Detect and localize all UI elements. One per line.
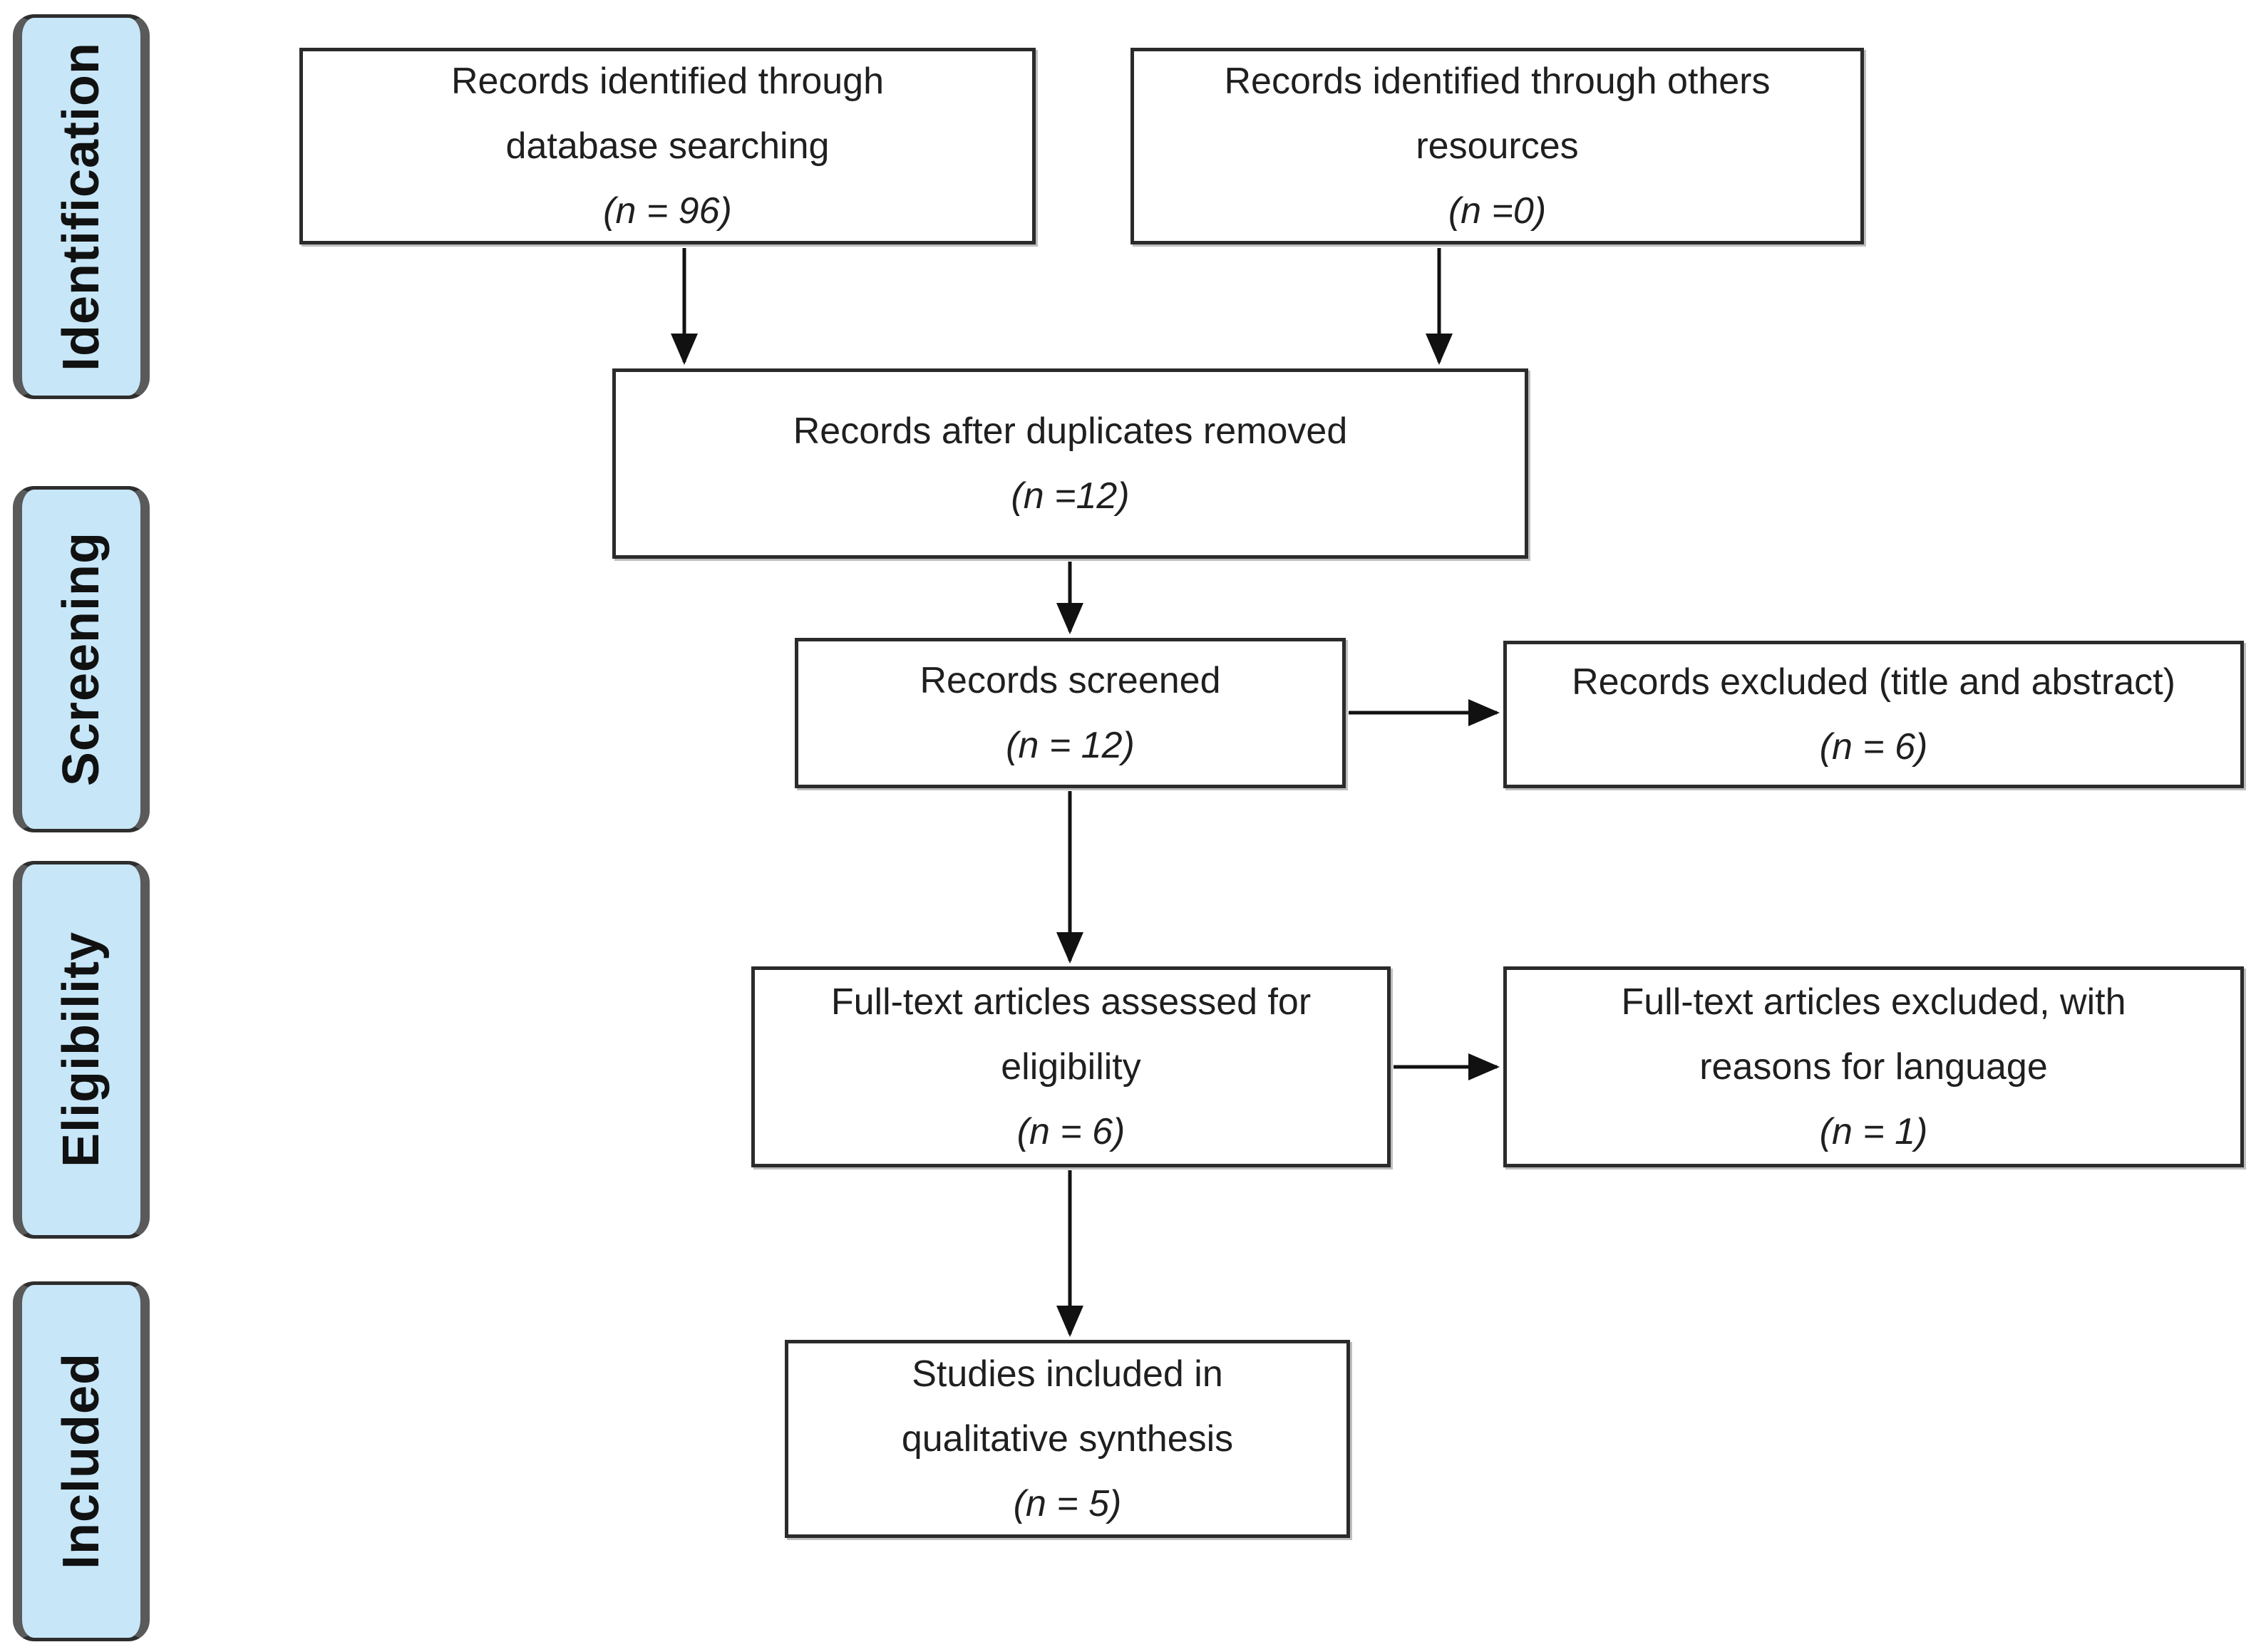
box-records-screened: Records screened (n = 12) [795, 638, 1346, 788]
stage-label-screening: Screening [13, 486, 150, 832]
box-fulltext-excluded-count: (n = 1) [1819, 1110, 1928, 1152]
box-studies-included-line2: qualitative synthesis [901, 1418, 1234, 1460]
box-records-screened-count: (n = 12) [1006, 724, 1135, 766]
box-fulltext-excluded-line2: reasons for language [1699, 1046, 2048, 1088]
box-fulltext-assessed: Full-text articles assessed for eligibil… [751, 966, 1391, 1167]
box-records-after-duplicates: Records after duplicates removed (n =12) [612, 368, 1528, 559]
box-records-others: Records identified through others resour… [1130, 48, 1864, 244]
box-studies-included-count: (n = 5) [1013, 1482, 1122, 1524]
stage-label-included: Included [13, 1281, 150, 1641]
box-fulltext-assessed-line2: eligibility [1001, 1046, 1141, 1088]
stage-included-text: Included [53, 1353, 110, 1570]
box-records-others-line2: resources [1416, 125, 1579, 167]
box-records-others-line1: Records identified through others [1224, 60, 1771, 102]
box-records-database: Records identified through database sear… [299, 48, 1036, 244]
box-records-excluded-title-abstract: Records excluded (title and abstract) (n… [1503, 641, 2244, 788]
box-fulltext-assessed-line1: Full-text articles assessed for [830, 981, 1312, 1023]
stage-label-identification: Identification [13, 14, 150, 399]
box-records-database-count: (n = 96) [603, 190, 732, 232]
box-fulltext-excluded-language: Full-text articles excluded, with reason… [1503, 966, 2244, 1167]
box-records-after-duplicates-line1: Records after duplicates removed [793, 410, 1348, 452]
box-fulltext-excluded-line1: Full-text articles excluded, with [1621, 981, 2126, 1023]
stage-screening-text: Screening [53, 532, 110, 787]
box-records-database-line1: Records identified through [450, 60, 885, 102]
box-records-after-duplicates-count: (n =12) [1011, 475, 1130, 517]
stage-eligibility-text: Eligibility [53, 931, 110, 1168]
box-studies-included-line1: Studies included in [912, 1353, 1223, 1395]
box-studies-included-qualitative: Studies included in qualitative synthesi… [785, 1340, 1350, 1538]
box-records-excluded-line1: Records excluded (title and abstract) [1572, 661, 2175, 703]
box-records-database-line2: database searching [505, 125, 830, 167]
box-records-others-count: (n =0) [1448, 190, 1547, 232]
box-records-excluded-count: (n = 6) [1819, 726, 1928, 768]
box-fulltext-assessed-count: (n = 6) [1016, 1110, 1126, 1152]
stage-identification-text: Identification [53, 42, 110, 371]
stage-label-eligibility: Eligibility [13, 861, 150, 1239]
box-records-screened-line1: Records screened [920, 659, 1221, 701]
